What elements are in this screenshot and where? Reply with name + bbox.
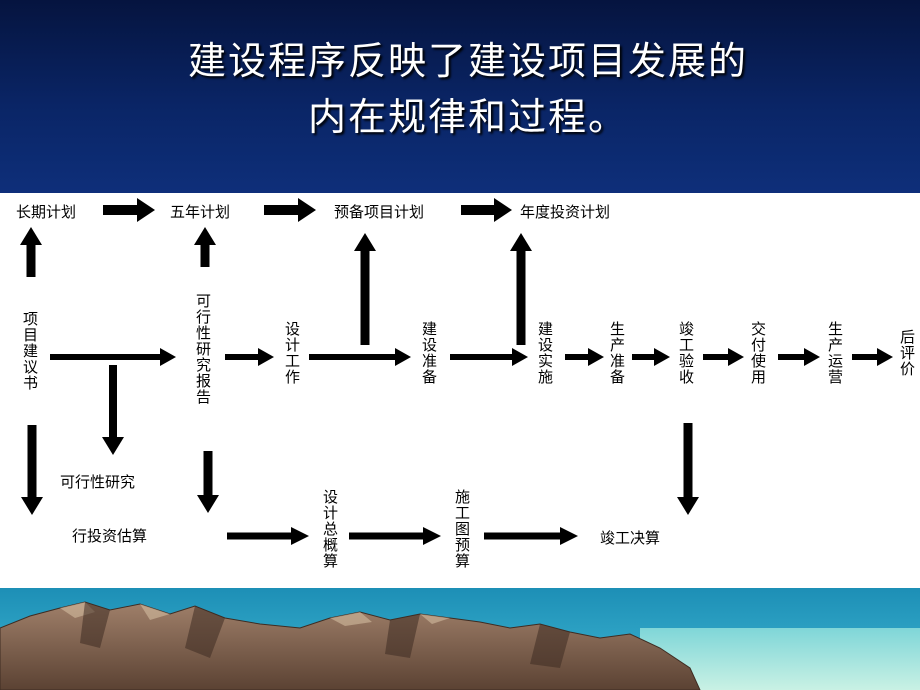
arrow-report-up-fiveyear	[194, 227, 216, 267]
node-investment-estimate: 行投资估算	[72, 527, 148, 545]
arrow-fiveyear-to-reserve	[264, 198, 316, 222]
arrow-estimate-to-design-budget	[227, 527, 309, 545]
arrow-report-down-budget	[197, 451, 219, 513]
arrow-longterm-to-fiveyear	[103, 198, 155, 222]
slide-title-line-2: 内在规律和过程。	[307, 95, 628, 139]
node-production-operation: 生产运营	[826, 321, 844, 385]
landscape-footer	[0, 588, 920, 690]
node-feasibility-report: 可行性研究报告	[194, 293, 212, 405]
arrow-handover-to-operation	[778, 348, 820, 366]
arrow-acceptance-down-final	[677, 423, 699, 515]
node-construction-prep: 建设准备	[420, 321, 438, 385]
arrow-report-to-design	[225, 348, 274, 366]
node-construction-drawing-budget: 施工图预算	[453, 489, 471, 569]
node-design-budget-estimate: 设计总概算	[321, 489, 339, 569]
arrow-proposal-down-feasibility	[102, 365, 124, 455]
arrow-drawing-budget-to-final	[484, 527, 578, 545]
slide-header: 建设程序反映了建设项目发展的 内在规律和过程。	[0, 0, 920, 193]
node-long-term-plan: 长期计划	[16, 203, 77, 221]
mountain-highlights	[60, 602, 450, 626]
flow-arrows	[20, 198, 893, 545]
node-handover-use: 交付使用	[749, 321, 767, 385]
node-production-prep: 生产准备	[608, 321, 626, 385]
node-reserve-project-plan: 预备项目计划	[334, 203, 425, 221]
arrow-prep-to-implementation	[450, 348, 528, 366]
node-feasibility-study: 可行性研究	[60, 473, 136, 491]
arrow-implementation-to-production-prep	[565, 348, 604, 366]
arrow-design-up-reserve	[354, 233, 376, 345]
node-final-accounts: 竣工决算	[600, 529, 661, 547]
arrow-operation-to-evaluation	[852, 348, 893, 366]
arrow-proposal-to-report	[50, 348, 176, 366]
mountain-shadows	[80, 602, 570, 668]
node-post-evaluation: 后评价	[898, 329, 916, 377]
node-completion-acceptance: 竣工验收	[677, 321, 695, 385]
node-five-year-plan: 五年计划	[170, 203, 231, 221]
arrow-reserve-to-annual	[461, 198, 512, 222]
arrow-acceptance-to-handover	[703, 348, 744, 366]
node-construction-implementation: 建设实施	[536, 321, 554, 385]
arrow-proposal-up-longterm	[20, 227, 42, 277]
node-annual-investment-plan: 年度投资计划	[520, 203, 611, 221]
construction-process-diagram: 长期计划 五年计划 预备项目计划 年度投资计划 项目建议书 可行性研究报告 设计…	[0, 193, 920, 588]
node-design-work: 设计工作	[283, 321, 301, 385]
arrow-design-budget-to-drawing-budget	[349, 527, 441, 545]
node-project-proposal: 项目建议书	[21, 311, 39, 391]
arrow-proposal-down-estimate	[21, 425, 43, 515]
slide-title-line-1: 建设程序反映了建设项目发展的	[187, 39, 748, 83]
arrow-production-prep-to-acceptance	[632, 348, 670, 366]
arrow-design-to-prep	[309, 348, 411, 366]
arrow-implementation-up-annual	[510, 233, 532, 345]
